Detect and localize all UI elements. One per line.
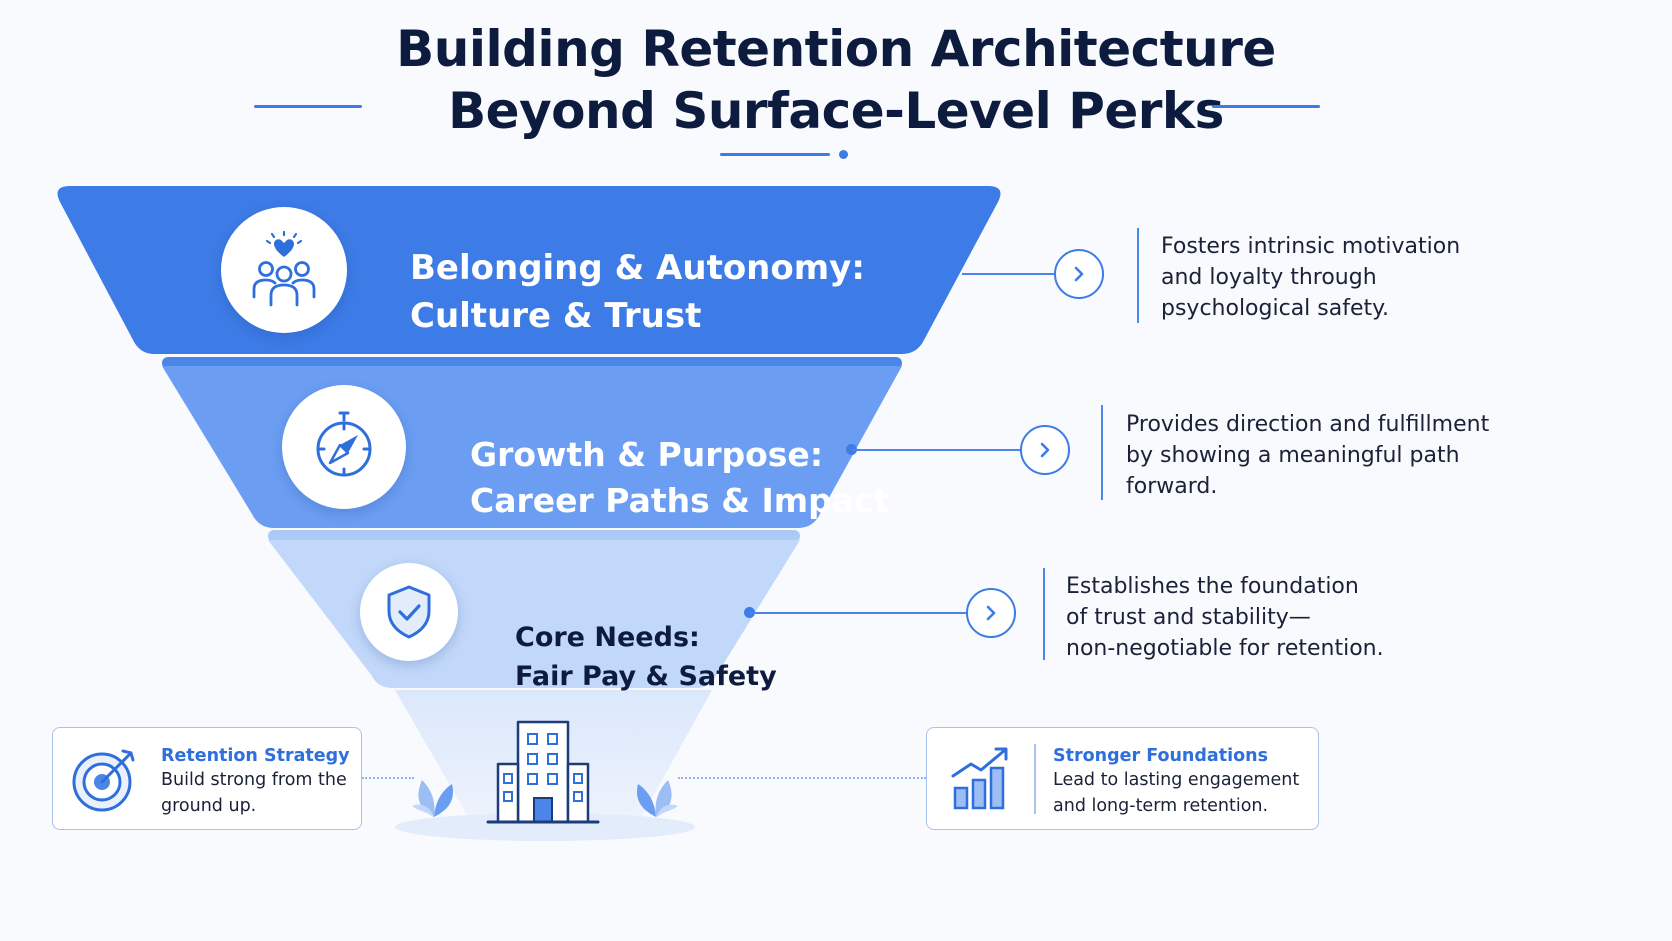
tier-1-heading-line-2: Culture & Trust <box>410 296 702 336</box>
page-title: Building Retention Architecture Beyond S… <box>0 18 1672 142</box>
base-platform <box>395 813 695 841</box>
title-underline-dot <box>839 150 848 159</box>
tier-3-arrow-button[interactable] <box>966 588 1016 638</box>
card-right-text: Lead to lasting engagement and long-term… <box>1053 767 1299 819</box>
tier-2-desc-line-3: forward. <box>1126 474 1218 499</box>
chevron-right-icon <box>1040 442 1050 458</box>
leaf-right-icon <box>636 780 678 817</box>
retention-strategy-card: Retention Strategy Build strong from the… <box>52 727 362 830</box>
tier-3-rim <box>268 530 800 542</box>
card-right-divider <box>1034 744 1036 814</box>
card-left-text: Build strong from the ground up. <box>161 767 347 819</box>
tier-1-connector <box>962 273 1056 275</box>
tier-1-arrow-button[interactable] <box>1054 249 1104 299</box>
tier-2-desc-line-1: Provides direction and fulfillment <box>1126 412 1490 437</box>
leaf-left-icon <box>412 780 454 817</box>
tier-2-icon-disc <box>282 385 406 509</box>
card-left-line-2: ground up. <box>161 796 257 816</box>
tier-1-description: Fosters intrinsic motivation and loyalty… <box>1161 231 1460 324</box>
tier-2-heading: Growth & Purpose: Career Paths & Impact <box>470 432 889 524</box>
card-right-line-1: Lead to lasting engagement <box>1053 770 1300 790</box>
tier-2-connector <box>852 449 1022 451</box>
title-rule-left <box>254 105 362 108</box>
tier-1-desc-line-3: psychological safety. <box>1161 296 1390 321</box>
stronger-foundations-card: Stronger Foundations Lead to lasting eng… <box>926 727 1319 830</box>
tier-1-desc-line-2: and loyalty through <box>1161 265 1377 290</box>
title-underline <box>720 153 830 156</box>
left-card-link <box>362 777 414 779</box>
building-icon <box>486 720 600 824</box>
people-heart-icon <box>252 230 316 307</box>
chevron-right-icon <box>1074 266 1084 282</box>
tier-3-heading: Core Needs: Fair Pay & Safety <box>515 618 777 696</box>
card-left-title: Retention Strategy <box>161 746 350 766</box>
right-card-link <box>678 777 926 779</box>
tier-3-icon-disc <box>360 563 458 661</box>
card-left-line-1: Build strong from the <box>161 770 347 790</box>
tier-3-description: Establishes the foundation of trust and … <box>1066 571 1384 664</box>
title-line-2: Beyond Surface-Level Perks <box>448 82 1224 140</box>
tier-3-connector <box>750 612 968 614</box>
compass-icon <box>316 411 372 477</box>
tier-2-heading-line-1: Growth & Purpose: <box>470 435 824 474</box>
tier-2-arrow-button[interactable] <box>1020 425 1070 475</box>
tier-1-desc-line-1: Fosters intrinsic motivation <box>1161 234 1461 259</box>
tier-3-connector-dot <box>744 607 755 618</box>
tier-2-desc-line-2: by showing a meaningful path <box>1126 443 1460 468</box>
tier-2-description: Provides direction and fulfillment by sh… <box>1126 409 1489 502</box>
title-rule-right <box>1212 105 1320 108</box>
tier-3-desc-line-2: of trust and stability— <box>1066 605 1311 630</box>
bar-chart-growth-icon <box>951 747 1008 810</box>
card-right-line-2: and long-term retention. <box>1053 796 1269 816</box>
tier-1-icon-disc <box>221 207 347 333</box>
tier-1-heading: Belonging & Autonomy: Culture & Trust <box>410 244 865 340</box>
tier-3-desc-bar <box>1043 568 1045 660</box>
target-icon <box>72 749 135 812</box>
tier-3-desc-line-3: non-negotiable for retention. <box>1066 636 1384 661</box>
tier-2-desc-bar <box>1101 405 1103 500</box>
title-line-1: Building Retention Architecture <box>396 20 1276 78</box>
card-right-title: Stronger Foundations <box>1053 746 1268 766</box>
tier-1-heading-line-1: Belonging & Autonomy: <box>410 248 865 288</box>
tier-2-connector-dot <box>846 444 857 455</box>
chevron-right-icon <box>986 605 996 621</box>
tier-2-heading-line-2: Career Paths & Impact <box>470 481 890 520</box>
tier-3-heading-line-2: Fair Pay & Safety <box>515 661 777 692</box>
shield-check-icon <box>387 585 431 639</box>
tier-3-desc-line-1: Establishes the foundation <box>1066 574 1359 599</box>
tier-1-desc-bar <box>1137 228 1139 323</box>
tier-3-heading-line-1: Core Needs: <box>515 622 700 653</box>
